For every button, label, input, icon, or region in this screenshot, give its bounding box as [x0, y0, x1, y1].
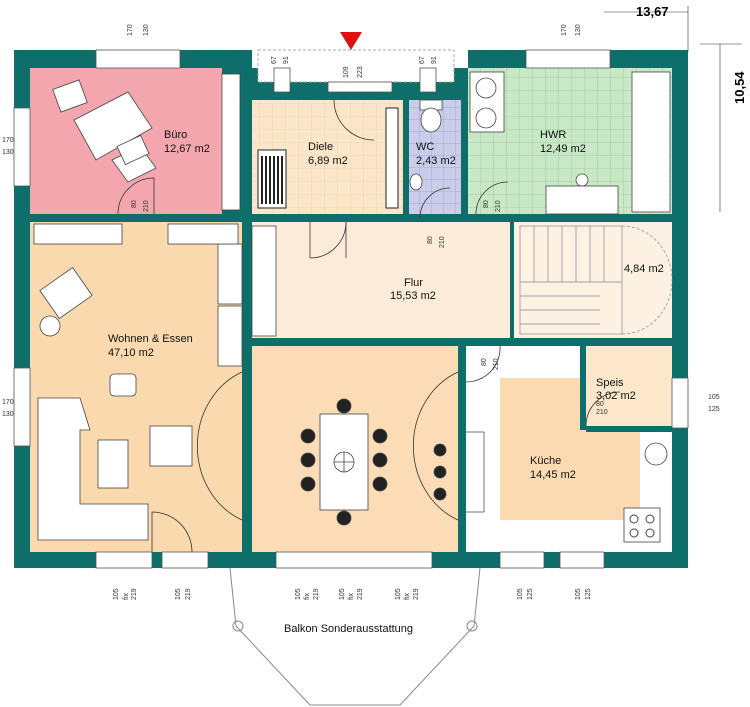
flur-wardrobe: [217, 225, 277, 367]
dimension-lines: [604, 6, 742, 212]
svg-text:210: 210: [596, 409, 608, 416]
svg-text:80: 80: [427, 236, 434, 244]
svg-text:80: 80: [481, 358, 488, 366]
svg-text:fix: fix: [304, 593, 311, 601]
sink: [644, 442, 668, 466]
room-flur-area: 15,53 m2: [390, 290, 436, 302]
wc-fixtures: [409, 99, 443, 191]
svg-text:219: 219: [131, 588, 138, 600]
svg-text:210: 210: [143, 200, 150, 212]
svg-text:105: 105: [575, 588, 582, 600]
room-wc-area: 2,43 m2: [416, 155, 456, 167]
svg-text:105: 105: [708, 394, 720, 401]
svg-text:fix: fix: [404, 593, 411, 601]
svg-text:210: 210: [493, 358, 500, 370]
door-swings: [117, 99, 621, 553]
room-hwr-name: HWR: [540, 129, 566, 141]
svg-text:130: 130: [575, 24, 582, 36]
room-kueche-area: 14,45 m2: [530, 469, 576, 481]
svg-text:fix: fix: [348, 593, 355, 601]
svg-text:170: 170: [561, 24, 568, 36]
room-speis-floor: [586, 346, 672, 430]
room-hwr-area: 12,49 m2: [540, 143, 586, 155]
room-buero-name: Büro: [164, 129, 187, 141]
room-speis-name: Speis: [596, 377, 624, 389]
svg-text:219: 219: [185, 588, 192, 600]
svg-text:80: 80: [596, 401, 604, 408]
room-speis-area: 3,02 m2: [596, 390, 636, 402]
svg-text:105: 105: [339, 588, 346, 600]
svg-text:80: 80: [131, 200, 138, 208]
overall-width-label: 13,67: [636, 4, 669, 19]
room-wohnen-name: Wohnen & Essen: [108, 333, 193, 345]
svg-text:91: 91: [431, 56, 438, 64]
svg-text:91: 91: [283, 56, 290, 64]
svg-text:170: 170: [127, 24, 134, 36]
room-stair-floor: [510, 222, 672, 338]
svg-text:fix: fix: [123, 593, 130, 601]
room-diele-area: 6,89 m2: [308, 155, 348, 167]
svg-text:219: 219: [313, 588, 320, 600]
door-dimension-labels: 80 210 80 210 80 210 80 210 80 210: [131, 200, 608, 416]
staircase: [519, 225, 673, 335]
room-wohnen-area: 47,10 m2: [108, 347, 154, 359]
room-kueche-name: Küche: [530, 455, 561, 467]
room-flur-floor: [246, 222, 510, 338]
svg-text:219: 219: [413, 588, 420, 600]
room-flur-name: Flur: [404, 277, 423, 289]
svg-text:67: 67: [419, 56, 426, 64]
svg-text:170: 170: [2, 137, 14, 144]
window-dimension-labels: 170 130 67 91 109 223 67 91 170 130 170 …: [2, 24, 720, 600]
room-wc-name: WC: [416, 141, 434, 153]
svg-text:210: 210: [495, 200, 502, 212]
svg-text:125: 125: [708, 406, 720, 413]
svg-text:223: 223: [357, 66, 364, 78]
svg-text:130: 130: [2, 149, 14, 156]
entrance-marker-icon: [340, 32, 362, 50]
svg-text:125: 125: [585, 588, 592, 600]
dining-table: [300, 398, 447, 526]
balcony-label: Balkon Sonderausstattung: [284, 623, 413, 635]
hwr-fixtures: [469, 71, 671, 215]
svg-text:105: 105: [175, 588, 182, 600]
svg-text:67: 67: [271, 56, 278, 64]
wohnen-furniture: [33, 223, 239, 541]
svg-text:170: 170: [2, 399, 14, 406]
windows: [13, 49, 689, 569]
svg-text:80: 80: [483, 200, 490, 208]
overall-depth-label: 10,54: [732, 71, 747, 104]
svg-text:130: 130: [2, 411, 14, 418]
svg-text:105: 105: [395, 588, 402, 600]
stove: [623, 507, 661, 543]
room-stair-area: 4,84 m2: [624, 263, 664, 275]
room-buero-area: 12,67 m2: [164, 143, 210, 155]
balcony-outline: [229, 567, 481, 706]
buero-furniture: [52, 73, 241, 211]
svg-text:105: 105: [295, 588, 302, 600]
svg-text:105: 105: [113, 588, 120, 600]
diele-furniture: [257, 107, 399, 209]
svg-text:125: 125: [527, 588, 534, 600]
room-diele-name: Diele: [308, 141, 333, 153]
svg-text:105: 105: [517, 588, 524, 600]
svg-text:219: 219: [357, 588, 364, 600]
svg-text:109: 109: [343, 66, 350, 78]
svg-text:130: 130: [143, 24, 150, 36]
svg-text:210: 210: [439, 236, 446, 248]
